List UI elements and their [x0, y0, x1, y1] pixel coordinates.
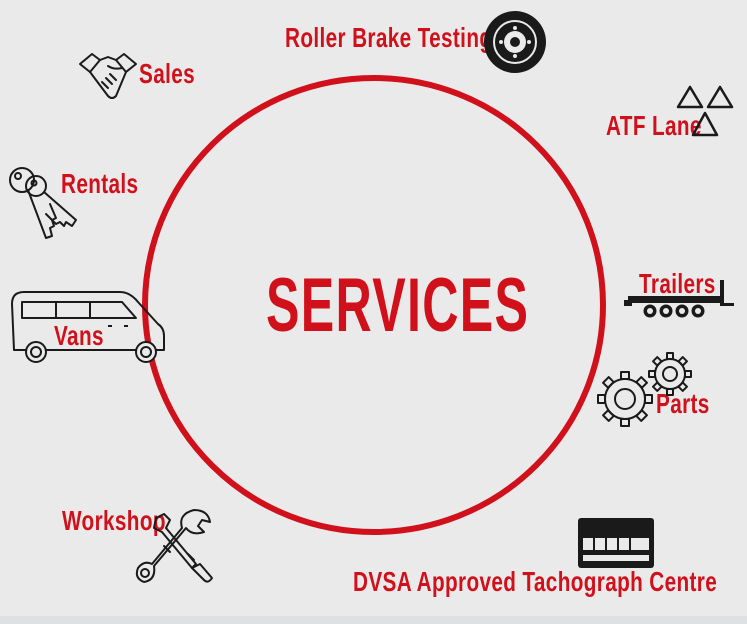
page-bottom-strip: [0, 616, 747, 624]
gears-icon: [597, 352, 692, 427]
tachograph-icon: [578, 518, 654, 568]
shapes-icon: [676, 85, 734, 137]
service-label-rentals: Rentals: [61, 168, 139, 199]
trailer-icon: [624, 280, 734, 319]
service-label-parts: Parts: [656, 388, 710, 419]
brake-disc-icon: [484, 11, 546, 73]
keys-icon: [9, 167, 77, 239]
tools-icon: [135, 509, 213, 583]
diagram-title: SERVICES: [266, 263, 530, 348]
van-icon: [11, 291, 165, 363]
service-label-trailers: Trailers: [639, 268, 716, 299]
service-label-workshop: Workshop: [62, 505, 166, 536]
service-label-vans: Vans: [54, 320, 104, 351]
service-label-roller-brake-testing: Roller Brake Testing: [285, 22, 493, 53]
service-label-atf-lane: ATF Lane: [606, 110, 702, 141]
service-label-sales: Sales: [139, 58, 195, 89]
handshake-icon: [79, 53, 137, 99]
service-label-tachograph-centre: DVSA Approved Tachograph Centre: [353, 566, 718, 597]
